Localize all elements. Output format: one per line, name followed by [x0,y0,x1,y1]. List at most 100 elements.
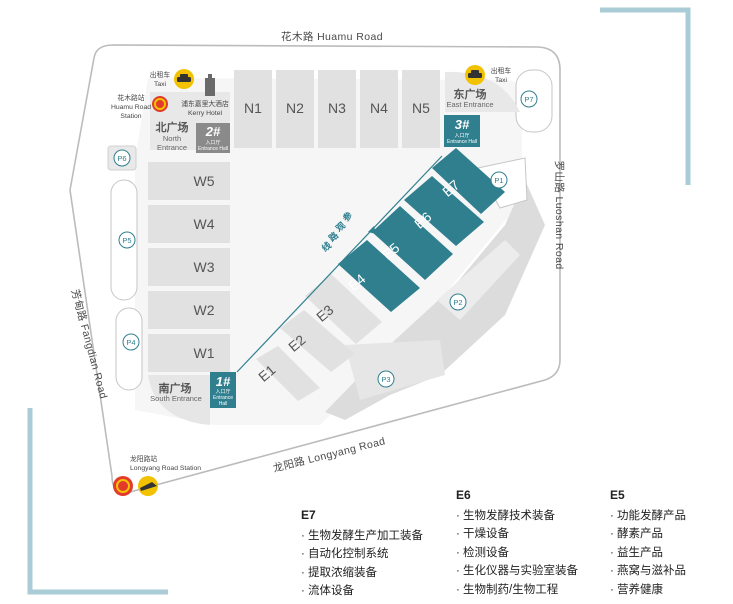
entrance-1-box [210,372,236,408]
hall-n5[interactable] [402,70,440,148]
frame-corner-top-right [600,7,691,185]
hall-e6[interactable] [404,176,484,246]
parking-p5-marker[interactable] [118,231,136,249]
hall-n4[interactable] [360,70,398,148]
parking-p3-marker[interactable] [377,370,395,388]
hall-n3-label: N3 [328,100,346,116]
hotel-building-icon [205,74,215,96]
entrance-2-box [196,123,230,153]
hall-e3[interactable] [305,274,382,344]
visitor-route-line [236,155,443,373]
hall-w3[interactable] [148,248,230,286]
legend-e6-title: E6 [456,488,471,502]
legend-item: 生物制药/生物工程 [456,581,578,600]
hall-e2[interactable] [280,310,355,372]
hall-e4[interactable] [338,240,420,312]
east-ground-lower [345,340,445,400]
kerry-hotel-en: Kerry Hotel [188,110,222,117]
parking-p4-marker[interactable] [122,333,140,351]
hall-w5[interactable] [148,162,230,200]
hall-n4-label: N4 [370,100,388,116]
entrance-hall-3[interactable]: 3# 入口厅 Entrance Hall [444,115,480,147]
taxi-nw-zh: 出租车 [150,70,171,79]
inner-ground [135,78,522,425]
hall-w2-label: W2 [194,302,215,318]
metro-ring-icon [116,479,130,493]
entrance-3-en: Entrance Hall [447,139,477,145]
legend-e6: E6 生物发酵技术装备 干燥设备 检测设备 生化仪器与实验室装备 生物制药/生物… [456,486,578,599]
entrance-2-zh: 入口厅 [205,140,220,146]
east-plaza-area [445,71,520,112]
route-arrow-icon [368,226,376,234]
entrance-3-box [444,115,480,147]
parking-p2-marker[interactable] [449,293,467,311]
parking-p3-label: P3 [381,375,390,384]
legend-item: 功能发酵产品 [610,507,686,526]
hall-e5[interactable] [372,206,453,280]
entrance-hall-1[interactable]: 1# 入口厅 Entrance Hall [210,372,236,408]
taxi-roof-icon [180,74,188,78]
parking-p2-label: P2 [453,298,462,307]
entrance-3-zh: 入口厅 [454,133,469,139]
entrance-3-number: 3# [455,117,470,132]
kerry-hotel-zh: 浦东嘉里大酒店 [181,99,229,108]
legend-item: 酵素产品 [610,525,686,544]
longyang-station-en: Longyang Road Station [130,465,201,472]
metro-icon-longyang [113,476,133,496]
parking-p7-label: P7 [524,95,533,104]
hall-n3[interactable] [318,70,356,148]
hotel-top-icon [208,74,212,79]
taxi-body-icon [468,73,482,78]
entrance-hall-2[interactable]: 2# 入口厅 Entrance Hall [196,123,230,153]
hall-e7[interactable] [432,148,505,214]
north-plaza-zh: 北广场 [156,120,189,134]
parking-p4-label: P4 [126,338,135,347]
legend-item: 燕窝与滋补品 [610,562,686,581]
hall-n1[interactable] [234,70,272,148]
parking-p1-label: P1 [494,176,503,185]
taxi-icon-northeast [465,65,485,85]
north-plaza-en1: North [163,134,181,143]
huamu-station-en2: Station [120,113,141,120]
legend-item: 流体设备 [301,582,423,601]
entrance-2-number: 2# [205,124,221,139]
legend-item: 自动化控制系统 [301,545,423,564]
hall-n2-label: N2 [286,100,304,116]
parking-p7-marker[interactable] [520,90,538,108]
south-plaza-area [148,375,210,425]
hall-w2[interactable] [148,291,230,329]
legend-e7-title: E7 [301,508,316,522]
hall-w5-label: W5 [194,173,215,189]
east-plaza-zh: 东广场 [454,87,487,101]
legend-item: 益生产品 [610,544,686,563]
entrance-1-en1: Entrance [213,395,233,401]
hall-n2[interactable] [276,70,314,148]
east-plaza-en: East Entrance [446,100,493,109]
taxi-ne-zh: 出租车 [491,66,512,75]
west-halls: W5 W4 W3 W2 W1 [148,162,230,372]
hall-e1[interactable] [256,346,320,401]
hall-w3-label: W3 [194,259,215,275]
legend-item: 干燥设备 [456,525,578,544]
hotel-tower-icon [205,78,215,96]
frame-corner-bottom-left [27,408,168,595]
road-luoshan-label: 罗山路 Luoshan Road [553,160,566,269]
legend-item: 营养健康 [610,581,686,600]
road-huamu-label: 花木路 Huamu Road [281,30,383,43]
north-halls: N1 N2 N3 N4 N5 [234,70,440,148]
south-plaza-en: South Entrance [150,394,202,403]
legend-item: 提取浓缩装备 [301,564,423,583]
hall-w4[interactable] [148,205,230,243]
taxi-body-icon [177,77,191,82]
hall-n1-label: N1 [244,100,262,116]
parking-p1-marker[interactable] [490,171,508,189]
parking-markers: P6 P5 P4 P7 P1 P2 P3 [113,90,538,388]
legend-item: 生物发酵生产加工装备 [301,527,423,546]
hall-w1[interactable] [148,334,230,372]
metro-ring-icon [154,98,166,110]
parking-p6-marker[interactable] [113,149,131,167]
legend-item: 生物发酵技术装备 [456,507,578,526]
metro-icon-huamu [152,96,168,112]
